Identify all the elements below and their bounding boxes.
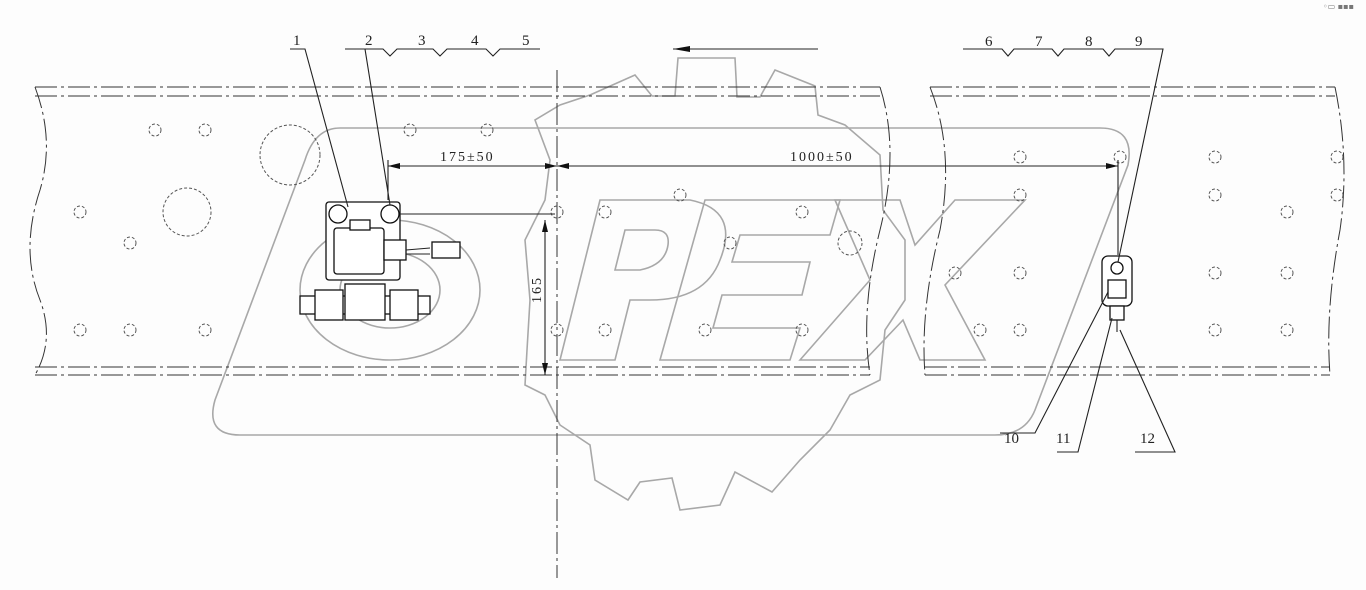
callout-9: 9 (1135, 34, 1143, 50)
callout-4: 4 (471, 33, 479, 49)
callout-12: 12 (1140, 431, 1155, 447)
dimension-175: 175±50 (440, 150, 495, 165)
gear-watermark (524, 57, 906, 511)
callout-3: 3 (418, 33, 426, 49)
opex-watermark-text (299, 199, 1027, 361)
frame-rail-right (923, 86, 1345, 376)
dimension-165: 165 (530, 276, 545, 303)
dimension-lines (387, 160, 1119, 375)
callout-6: 6 (985, 34, 993, 50)
frame-holes (73, 123, 1344, 337)
callout-5: 5 (522, 33, 530, 49)
callout-8: 8 (1085, 34, 1093, 50)
frame-rail-left (29, 86, 891, 376)
badge-watermark (212, 127, 1130, 436)
pressure-switch-assembly (1101, 255, 1133, 332)
leader-lines (290, 46, 1176, 453)
dimension-1000: 1000±50 (790, 150, 854, 165)
solenoid-valve-assembly (299, 201, 461, 321)
callout-11: 11 (1056, 431, 1070, 447)
corner-mark: ◦▭ ▪▪▪ (1322, 2, 1354, 11)
callout-7: 7 (1035, 34, 1043, 50)
callout-2: 2 (365, 33, 373, 49)
callout-1: 1 (293, 33, 301, 49)
callout-10: 10 (1004, 431, 1019, 447)
